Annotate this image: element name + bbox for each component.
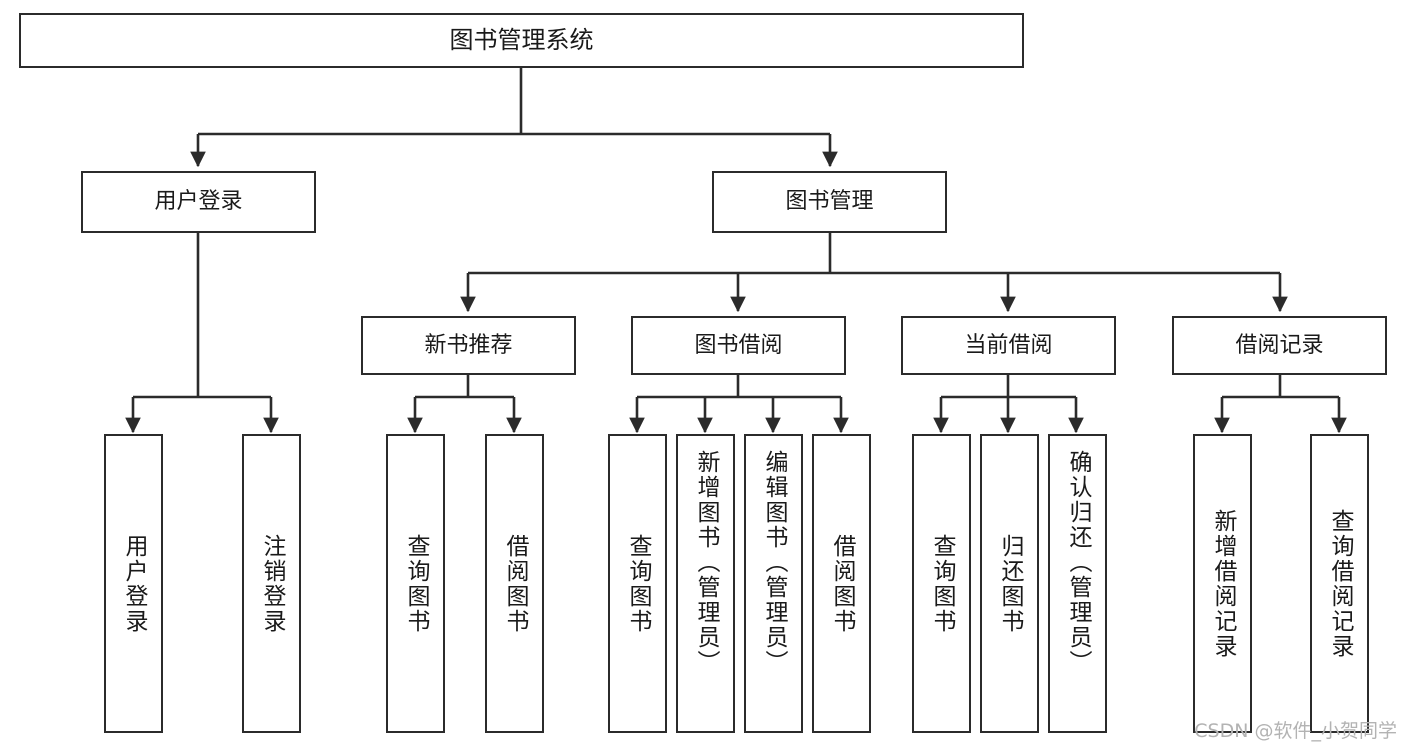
node-leaf-edit-book[interactable]: 编辑图书（管理员） (744, 434, 803, 733)
node-leaf-confirm-return-label: 确认归还（管理员） (1065, 450, 1091, 675)
node-current-borrow[interactable]: 当前借阅 (901, 316, 1116, 375)
node-leaf-query-book-2-label: 查询图书 (625, 533, 651, 634)
node-leaf-borrow-book-1-label: 借阅图书 (502, 533, 528, 634)
node-new-book-recommend-label: 新书推荐 (424, 332, 513, 358)
node-leaf-query-borrow-record[interactable]: 查询借阅记录 (1310, 434, 1369, 733)
node-leaf-user-login-label: 用户登录 (121, 533, 147, 634)
node-user-login[interactable]: 用户登录 (81, 171, 316, 233)
node-leaf-edit-book-label: 编辑图书（管理员） (761, 450, 787, 675)
node-borrow-record[interactable]: 借阅记录 (1172, 316, 1387, 375)
node-leaf-add-book-label: 新增图书（管理员） (693, 450, 719, 675)
node-book-management[interactable]: 图书管理 (712, 171, 947, 233)
node-leaf-query-borrow-record-label: 查询借阅记录 (1327, 508, 1353, 659)
node-leaf-borrow-book-2-label: 借阅图书 (829, 533, 855, 634)
node-leaf-add-borrow-record[interactable]: 新增借阅记录 (1193, 434, 1252, 733)
node-leaf-query-book-3-label: 查询图书 (929, 533, 955, 634)
node-book-management-label: 图书管理 (785, 189, 874, 215)
node-leaf-query-book-2[interactable]: 查询图书 (608, 434, 667, 733)
node-new-book-recommend[interactable]: 新书推荐 (361, 316, 576, 375)
node-leaf-add-borrow-record-label: 新增借阅记录 (1210, 508, 1236, 659)
node-leaf-logout-login[interactable]: 注销登录 (242, 434, 301, 733)
node-current-borrow-label: 当前借阅 (964, 332, 1053, 358)
node-leaf-return-book-label: 归还图书 (997, 533, 1023, 634)
node-user-login-label: 用户登录 (154, 189, 243, 215)
node-leaf-return-book[interactable]: 归还图书 (980, 434, 1039, 733)
node-book-borrow-label: 图书借阅 (694, 332, 783, 358)
node-leaf-logout-login-label: 注销登录 (259, 533, 285, 634)
node-leaf-query-book-1-label: 查询图书 (403, 533, 429, 634)
node-leaf-query-book-1[interactable]: 查询图书 (386, 434, 445, 733)
node-borrow-record-label: 借阅记录 (1235, 332, 1324, 358)
node-leaf-user-login[interactable]: 用户登录 (104, 434, 163, 733)
node-leaf-query-book-3[interactable]: 查询图书 (912, 434, 971, 733)
node-leaf-confirm-return[interactable]: 确认归还（管理员） (1048, 434, 1107, 733)
node-root-label: 图书管理系统 (449, 26, 594, 55)
node-leaf-borrow-book-2[interactable]: 借阅图书 (812, 434, 871, 733)
node-root[interactable]: 图书管理系统 (19, 13, 1024, 68)
node-leaf-borrow-book-1[interactable]: 借阅图书 (485, 434, 544, 733)
watermark: CSDN @软件_小贺同学 (1194, 720, 1397, 742)
node-book-borrow[interactable]: 图书借阅 (631, 316, 846, 375)
node-leaf-add-book[interactable]: 新增图书（管理员） (676, 434, 735, 733)
